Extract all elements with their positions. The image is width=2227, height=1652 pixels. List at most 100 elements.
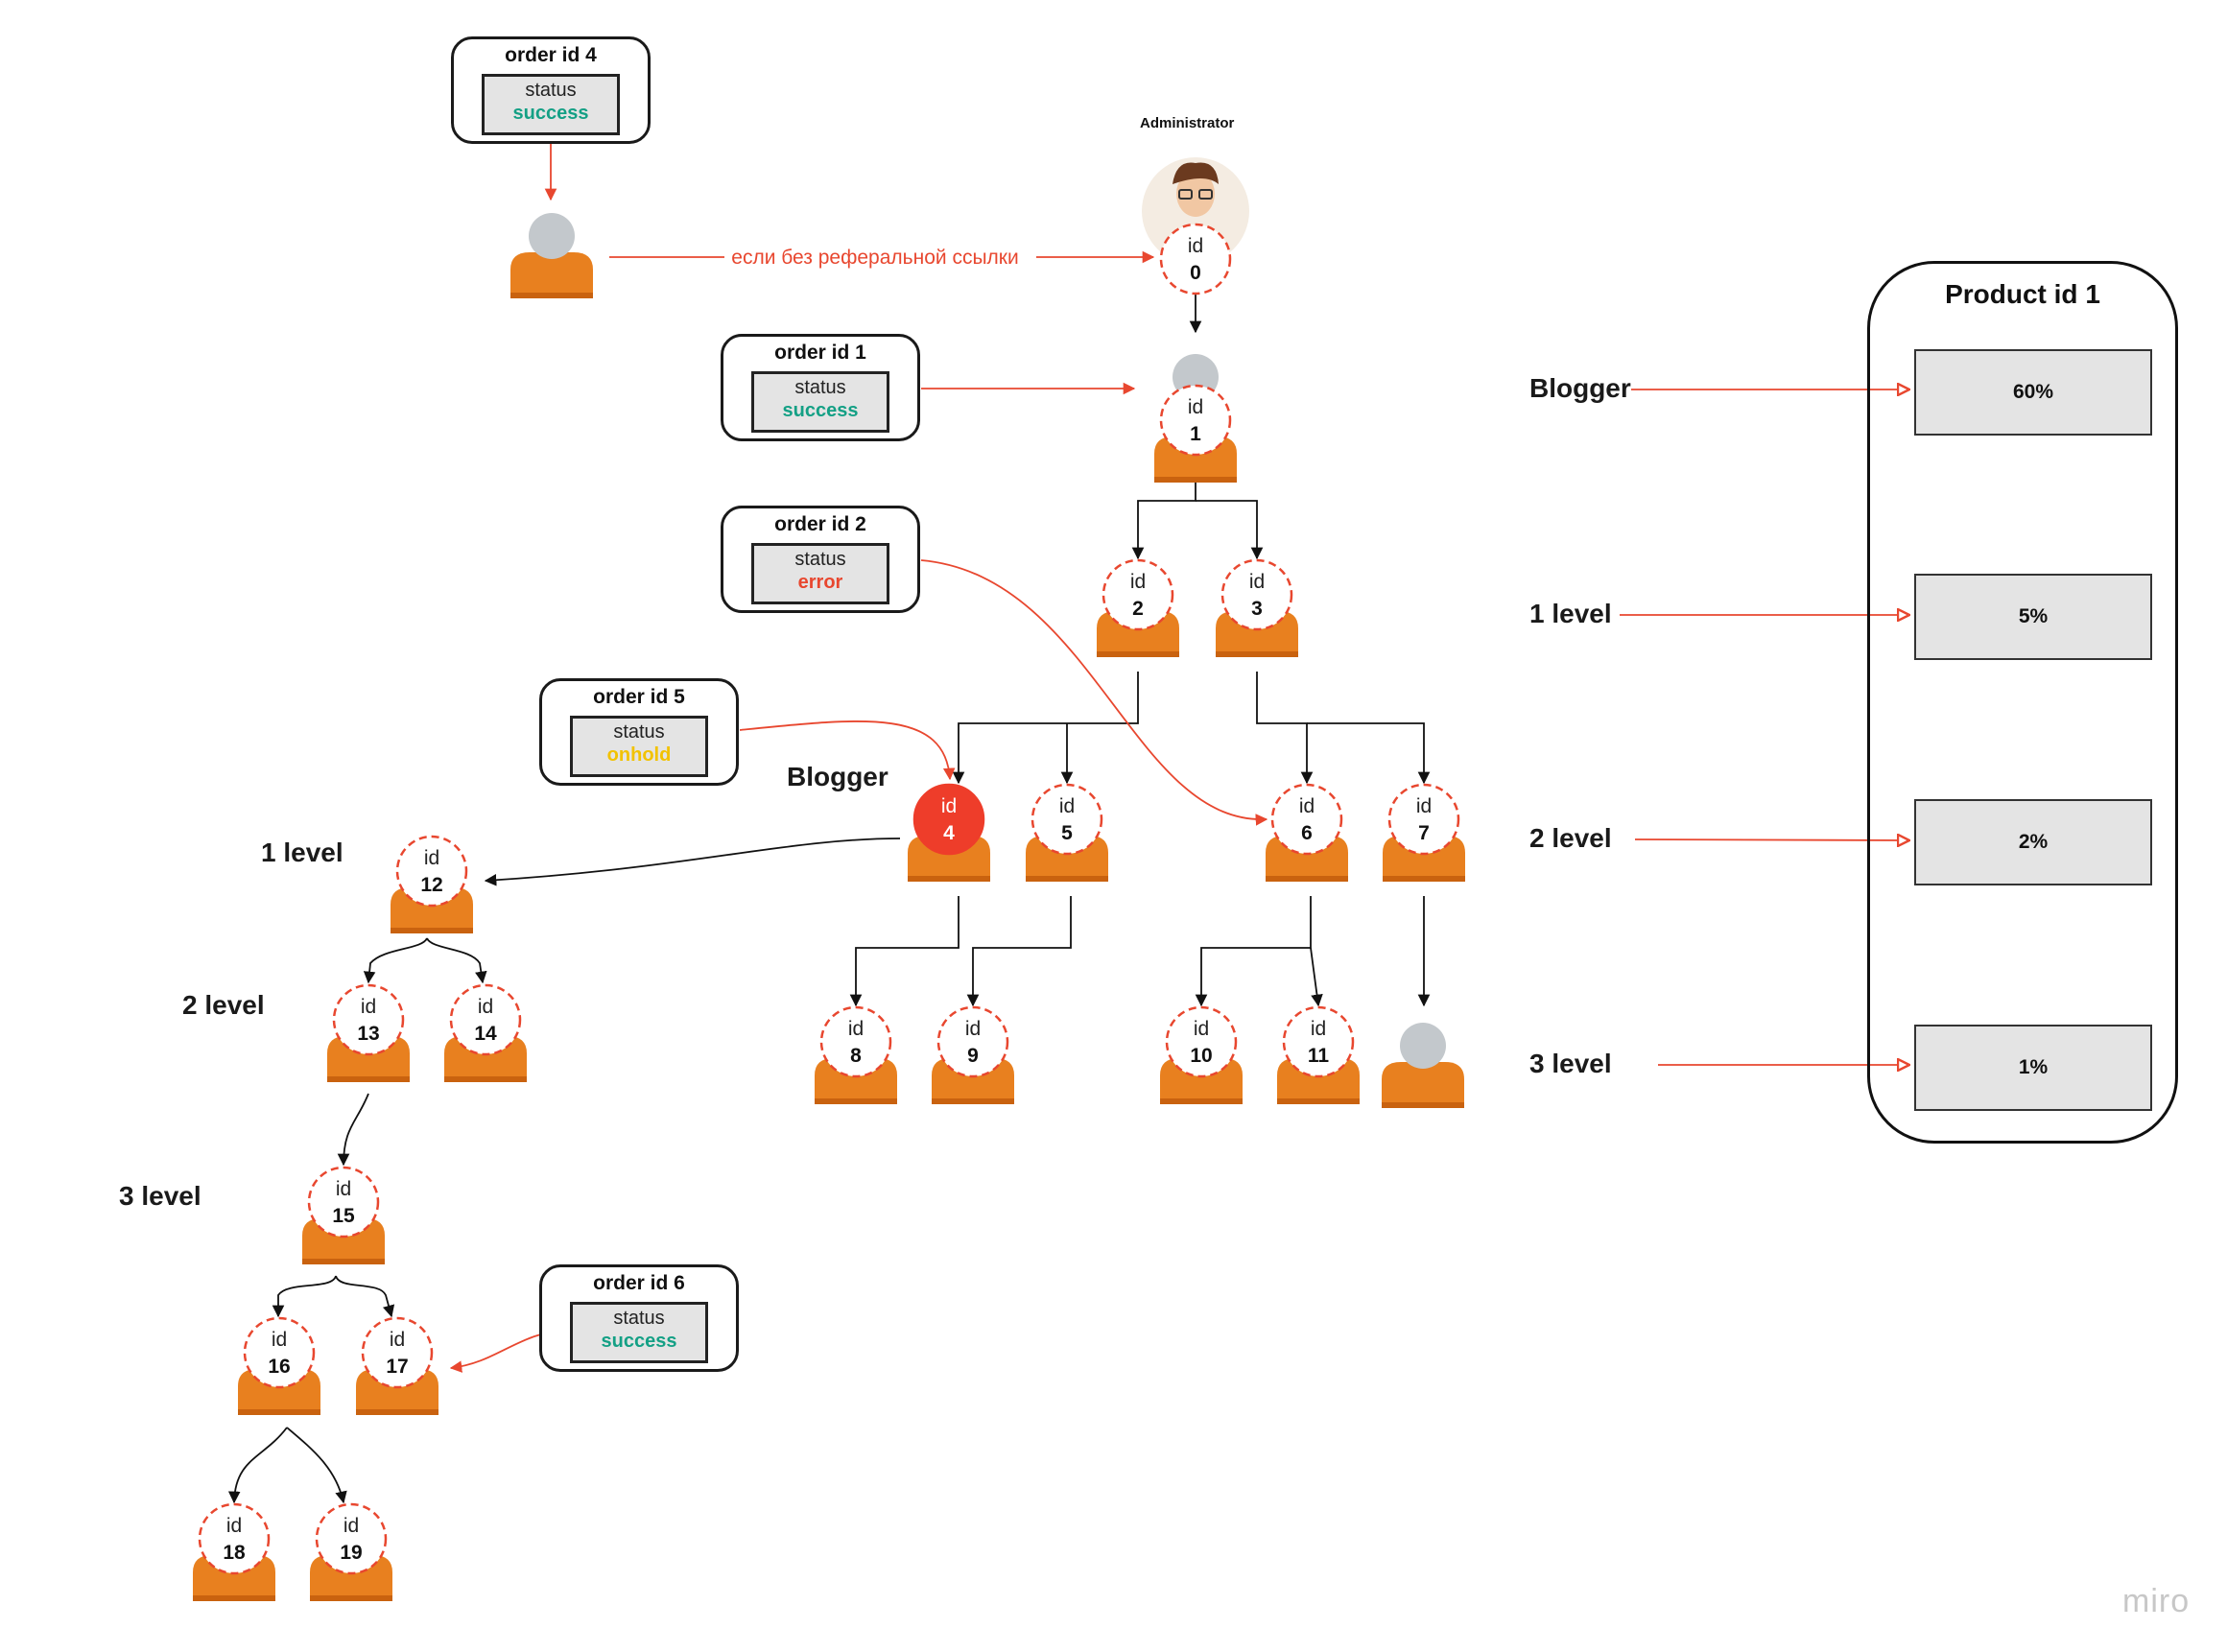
id-number: 2 <box>1132 598 1144 620</box>
person-head <box>529 213 575 259</box>
order-card-4[interactable]: order id 4 status success <box>451 36 651 144</box>
id-circle <box>332 983 405 1056</box>
id-circle <box>315 1502 388 1575</box>
order-card-2[interactable]: order id 2 status error <box>721 506 920 613</box>
person-node-9[interactable]: id9 <box>932 1005 1014 1104</box>
arrow-15-17 <box>335 1275 395 1318</box>
order-title: order id 1 <box>774 342 866 364</box>
person-head <box>1400 1023 1446 1069</box>
id-circle <box>1220 558 1293 631</box>
status-value: error <box>797 572 843 593</box>
avatar-glasses <box>1178 189 1193 200</box>
avatar-glasses <box>1198 189 1213 200</box>
person-node-0[interactable]: id0 <box>1142 157 1249 295</box>
id-number: 3 <box>1251 598 1263 620</box>
person-node-2[interactable]: id 2 <box>1097 558 1179 657</box>
person-body-base <box>1026 876 1108 882</box>
id-number: 7 <box>1418 822 1430 844</box>
arrow-2-4 <box>952 672 1139 785</box>
id-number: 0 <box>1190 262 1201 284</box>
arrow-1-3 <box>1196 500 1264 560</box>
id-number: 19 <box>340 1542 362 1564</box>
status-value: onhold <box>606 744 672 766</box>
blogger-percent-box: 60% <box>1914 349 2152 436</box>
id-circle <box>395 835 468 908</box>
id-word: id <box>1194 1018 1209 1040</box>
order-card-6[interactable]: order id 6 status success <box>539 1264 739 1372</box>
id-word: id <box>390 1329 405 1351</box>
arrow-12-14 <box>426 937 487 984</box>
arrow-6-11 <box>1310 947 1323 1007</box>
arrow-level2-2 <box>1634 839 1909 840</box>
id-number: 18 <box>223 1542 246 1564</box>
level-1-percent-box: 5% <box>1914 574 2152 660</box>
arrow-3-6 <box>1256 672 1314 785</box>
side-level-1-label: 1 level <box>1529 599 1612 628</box>
id-number: 10 <box>1190 1045 1212 1067</box>
arrow-4-12 <box>484 838 901 886</box>
id-word: id <box>848 1018 864 1040</box>
person-body-base <box>1383 876 1465 882</box>
id-circle <box>1282 1005 1355 1078</box>
anonymous-person-1[interactable] <box>1382 1023 1464 1108</box>
id-circle <box>361 1316 434 1389</box>
level-2-percent-box: 2% <box>1914 799 2152 885</box>
person-node-10[interactable]: id 10 <box>1160 1005 1243 1104</box>
status-panel: status success <box>751 371 889 433</box>
person-node-5[interactable]: id5 <box>1026 783 1108 882</box>
person-body-base <box>193 1595 275 1601</box>
person-body-base <box>302 1259 385 1264</box>
person-node-8[interactable]: id8 <box>815 1005 897 1104</box>
administrator-label: Administrator <box>1140 115 1235 131</box>
referral-note: если без реферальной ссылки <box>731 247 1018 269</box>
arrow-6-10 <box>1195 896 1312 1007</box>
order-card-1[interactable]: order id 1 status success <box>721 334 920 441</box>
person-body-base <box>1277 1098 1360 1104</box>
person-body-base <box>510 293 593 298</box>
id-circle <box>936 1005 1009 1078</box>
status-label: status <box>613 721 665 743</box>
anonymous-person-0[interactable] <box>510 213 593 298</box>
order-title: order id 2 <box>774 513 866 535</box>
id-word: id <box>1188 396 1203 418</box>
product-title: Product id 1 <box>1945 279 2100 309</box>
order-card-5[interactable]: order id 5 status onhold <box>539 678 739 786</box>
person-node-17[interactable]: id 17 <box>356 1316 438 1415</box>
id-number: 11 <box>1308 1045 1330 1067</box>
person-body-base <box>1097 651 1179 657</box>
tree-level-2-label: 2 level <box>182 990 265 1020</box>
arrow-16-19 <box>286 1427 347 1504</box>
status-label: status <box>794 549 846 570</box>
arrow-13-15 <box>337 1093 369 1167</box>
id-number: 14 <box>474 1023 497 1045</box>
miro-watermark: miro <box>2122 1583 2191 1619</box>
id-word: id <box>1130 571 1146 593</box>
id-number: 17 <box>386 1356 408 1378</box>
id-word: id <box>1416 795 1432 817</box>
level-3-percent-box: 1% <box>1914 1025 2152 1111</box>
person-node-3[interactable]: id3 <box>1216 558 1298 657</box>
person-body <box>510 252 593 298</box>
person-body-base <box>391 928 473 933</box>
arrow-5-9 <box>966 896 1072 1007</box>
status-panel: status onhold <box>570 716 708 777</box>
status-value: success <box>782 400 859 421</box>
person-node-4[interactable]: id4 <box>908 783 990 882</box>
id-number: 13 <box>357 1023 379 1045</box>
id-word: id <box>941 795 957 817</box>
person-node-1[interactable]: id1 <box>1154 354 1237 483</box>
person-node-7[interactable]: id 7 <box>1383 783 1465 882</box>
side-level-3-label: 3 level <box>1529 1049 1612 1078</box>
product-panel[interactable]: Product id 1 60% 5% 2% 1% <box>1867 261 2178 1144</box>
person-node-6[interactable]: id6 <box>1266 783 1348 882</box>
person-body <box>1382 1062 1464 1108</box>
id-circle <box>1031 783 1103 856</box>
